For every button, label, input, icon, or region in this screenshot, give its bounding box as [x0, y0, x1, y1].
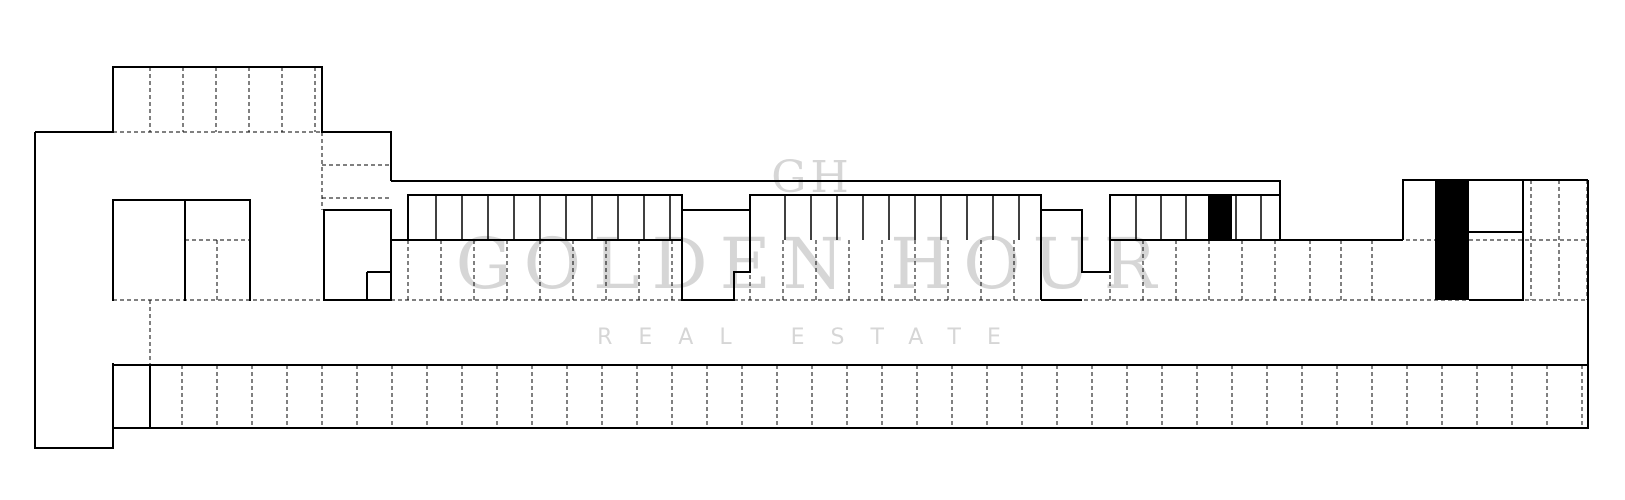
- left-outer-wall: [34, 132, 114, 449]
- right-block-outline: [1402, 179, 1588, 240]
- highlighted-parking-unit: [1436, 180, 1469, 300]
- watermark-tagline: REAL ESTATE: [597, 325, 1027, 350]
- highlighted-storage-unit: [1208, 195, 1232, 240]
- storage-gap-1: [681, 210, 1082, 301]
- walls: [34, 66, 1589, 449]
- left-inner-block: [112, 199, 251, 301]
- top-long-wall: [391, 180, 1281, 240]
- ramp-block-1: [323, 209, 392, 301]
- watermark: GH GOLDEN HOUR REAL ESTATE: [456, 152, 1169, 350]
- aisle-top-wall: [113, 364, 1589, 429]
- watermark-brand: GOLDEN HOUR: [456, 223, 1169, 305]
- parking-stall-dividers: [113, 67, 1588, 428]
- storage-row-1-base: [391, 209, 1280, 301]
- left-wing-outline: [35, 66, 392, 181]
- highlighted-units: [1208, 180, 1469, 300]
